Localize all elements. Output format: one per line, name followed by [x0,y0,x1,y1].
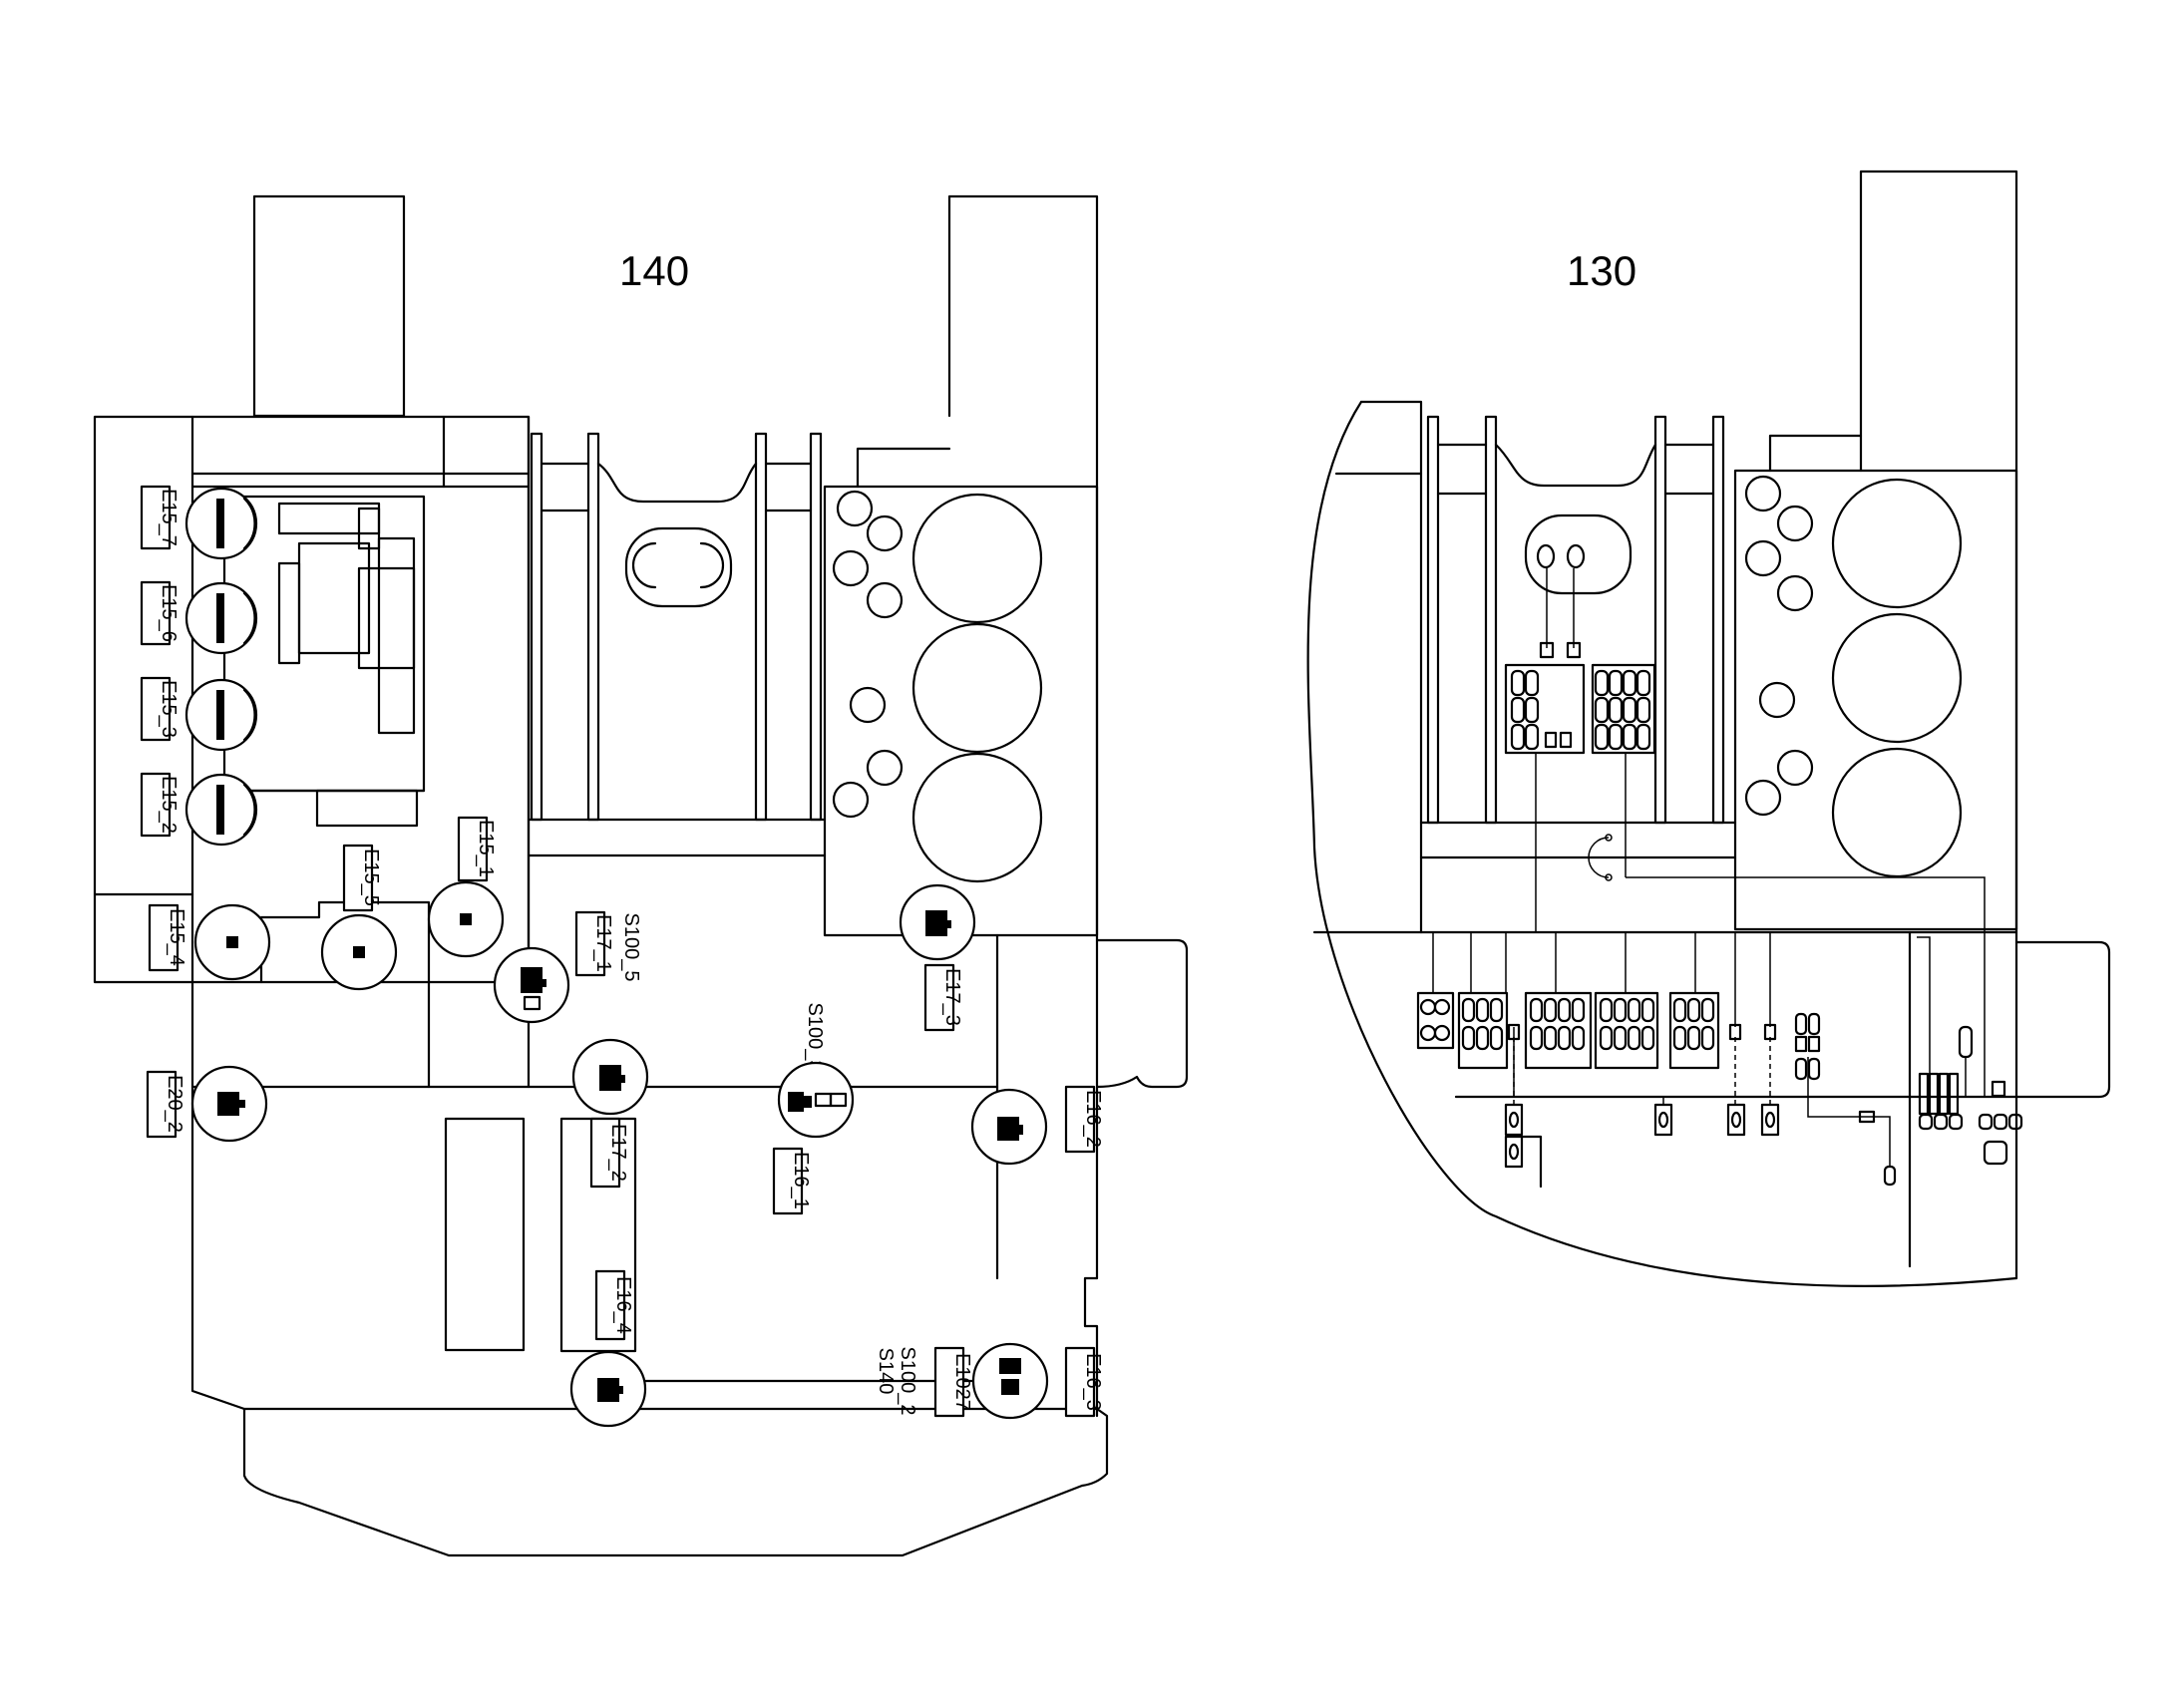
svg-text:E15_4: E15_4 [166,908,187,966]
connector-icon[interactable] [571,1038,649,1116]
lamp-icon[interactable] [1504,1135,1524,1169]
svg-text:E16_1: E16_1 [790,1152,812,1209]
diagram-140: 140 [93,194,1189,1557]
label-e15-3: E15_3 [140,676,180,742]
lamp-icon[interactable] [193,903,271,981]
label-e17-2: E17_2 [589,1117,629,1189]
connector-icon[interactable] [971,1342,1049,1420]
engine-block [1733,469,2018,931]
svg-text:E15_6: E15_6 [158,584,180,642]
diagram-title-140: 140 [619,247,689,294]
svg-text:E15_2: E15_2 [158,776,180,834]
svg-text:E16_4: E16_4 [612,1276,634,1334]
label-e17-1: E17_1 [574,910,614,977]
switch-group-e15 [184,487,258,847]
svg-text:E16_2: E16_2 [1082,1090,1104,1148]
front-bumper [242,1407,1109,1557]
label-s100-2: S100_2 [897,1347,918,1416]
label-e15-4: E15_4 [148,903,187,972]
connector-icon[interactable] [970,1088,1048,1166]
connector-icon[interactable] [1591,663,1656,755]
label-e15-2: E15_2 [140,772,180,838]
connector-icon[interactable] [1668,991,1720,1070]
connector-icon[interactable] [1457,991,1509,1070]
svg-text:E15_3: E15_3 [158,680,180,738]
steering-column [1524,513,1633,595]
connector-icon[interactable] [493,946,570,1024]
svg-text:E15_7: E15_7 [158,489,180,546]
rotary-switch-icon[interactable] [184,678,258,752]
svg-text:E15_1: E15_1 [475,820,497,877]
label-e16-3: E16_3 [1064,1346,1104,1418]
detail-view-boundary [1306,400,2018,1287]
connector-icon[interactable] [1416,991,1455,1050]
svg-text:E17_2: E17_2 [607,1124,629,1182]
lamp-icon[interactable] [1504,1103,1524,1137]
connector-icon[interactable] [1918,1072,1964,1131]
pedal-arch [596,462,758,504]
floor-panel-left [444,1117,526,1352]
label-e16-2: E16_2 [1064,1085,1104,1154]
lamp-icon[interactable] [1653,1103,1673,1137]
lamp-icon[interactable] [427,880,505,958]
lamp-icon[interactable] [1760,1103,1780,1137]
label-e16-4: E16_4 [594,1269,634,1341]
connector-icon[interactable] [1594,991,1659,1070]
svg-text:E16_3: E16_3 [1082,1353,1104,1411]
svg-text:E20_2: E20_2 [164,1075,185,1133]
connector-icon[interactable] [777,1061,855,1139]
connector-icon[interactable] [1504,663,1586,755]
label-s100-3: S100_3 [804,1003,826,1072]
label-e15-6: E15_6 [140,580,180,646]
connector-icon[interactable] [1524,991,1593,1070]
label-e15-1: E15_1 [457,816,497,882]
steering-column [624,526,733,608]
rotary-switch-icon[interactable] [184,487,258,560]
connector-icon[interactable] [190,1065,268,1143]
connector-icon[interactable] [899,883,976,961]
label-e15-7: E15_7 [140,485,180,550]
instrument-cluster [277,502,416,735]
label-e15-5: E15_5 [342,844,382,912]
rotary-switch-icon[interactable] [184,581,258,655]
label-e20-2: E20_2 [146,1070,185,1139]
inner-instrument-box [222,495,426,793]
svg-text:E17_3: E17_3 [941,968,963,1026]
diagram-130: 130 [1306,170,2111,1287]
label-e1027: E1027 [933,1346,973,1418]
lamp-icon[interactable] [320,913,398,991]
engine-block [823,485,1099,937]
connector-icon[interactable] [1794,1012,1821,1081]
rotary-switch-icon[interactable] [184,773,258,847]
svg-text:E1027: E1027 [951,1353,973,1411]
lamp-icon[interactable] [1726,1103,1746,1137]
svg-text:E17_1: E17_1 [592,914,614,972]
label-e16-1: E16_1 [772,1147,812,1215]
label-s100-5: S100_5 [620,913,642,982]
connector-icon[interactable] [1958,1025,2023,1166]
label-e17-3: E17_3 [923,963,963,1032]
svg-text:E15_5: E15_5 [360,849,382,906]
connector-icon[interactable] [569,1350,647,1428]
diagram-title-130: 130 [1567,247,1636,294]
label-s140: S140 [875,1348,897,1395]
top-left-tower [252,194,406,418]
